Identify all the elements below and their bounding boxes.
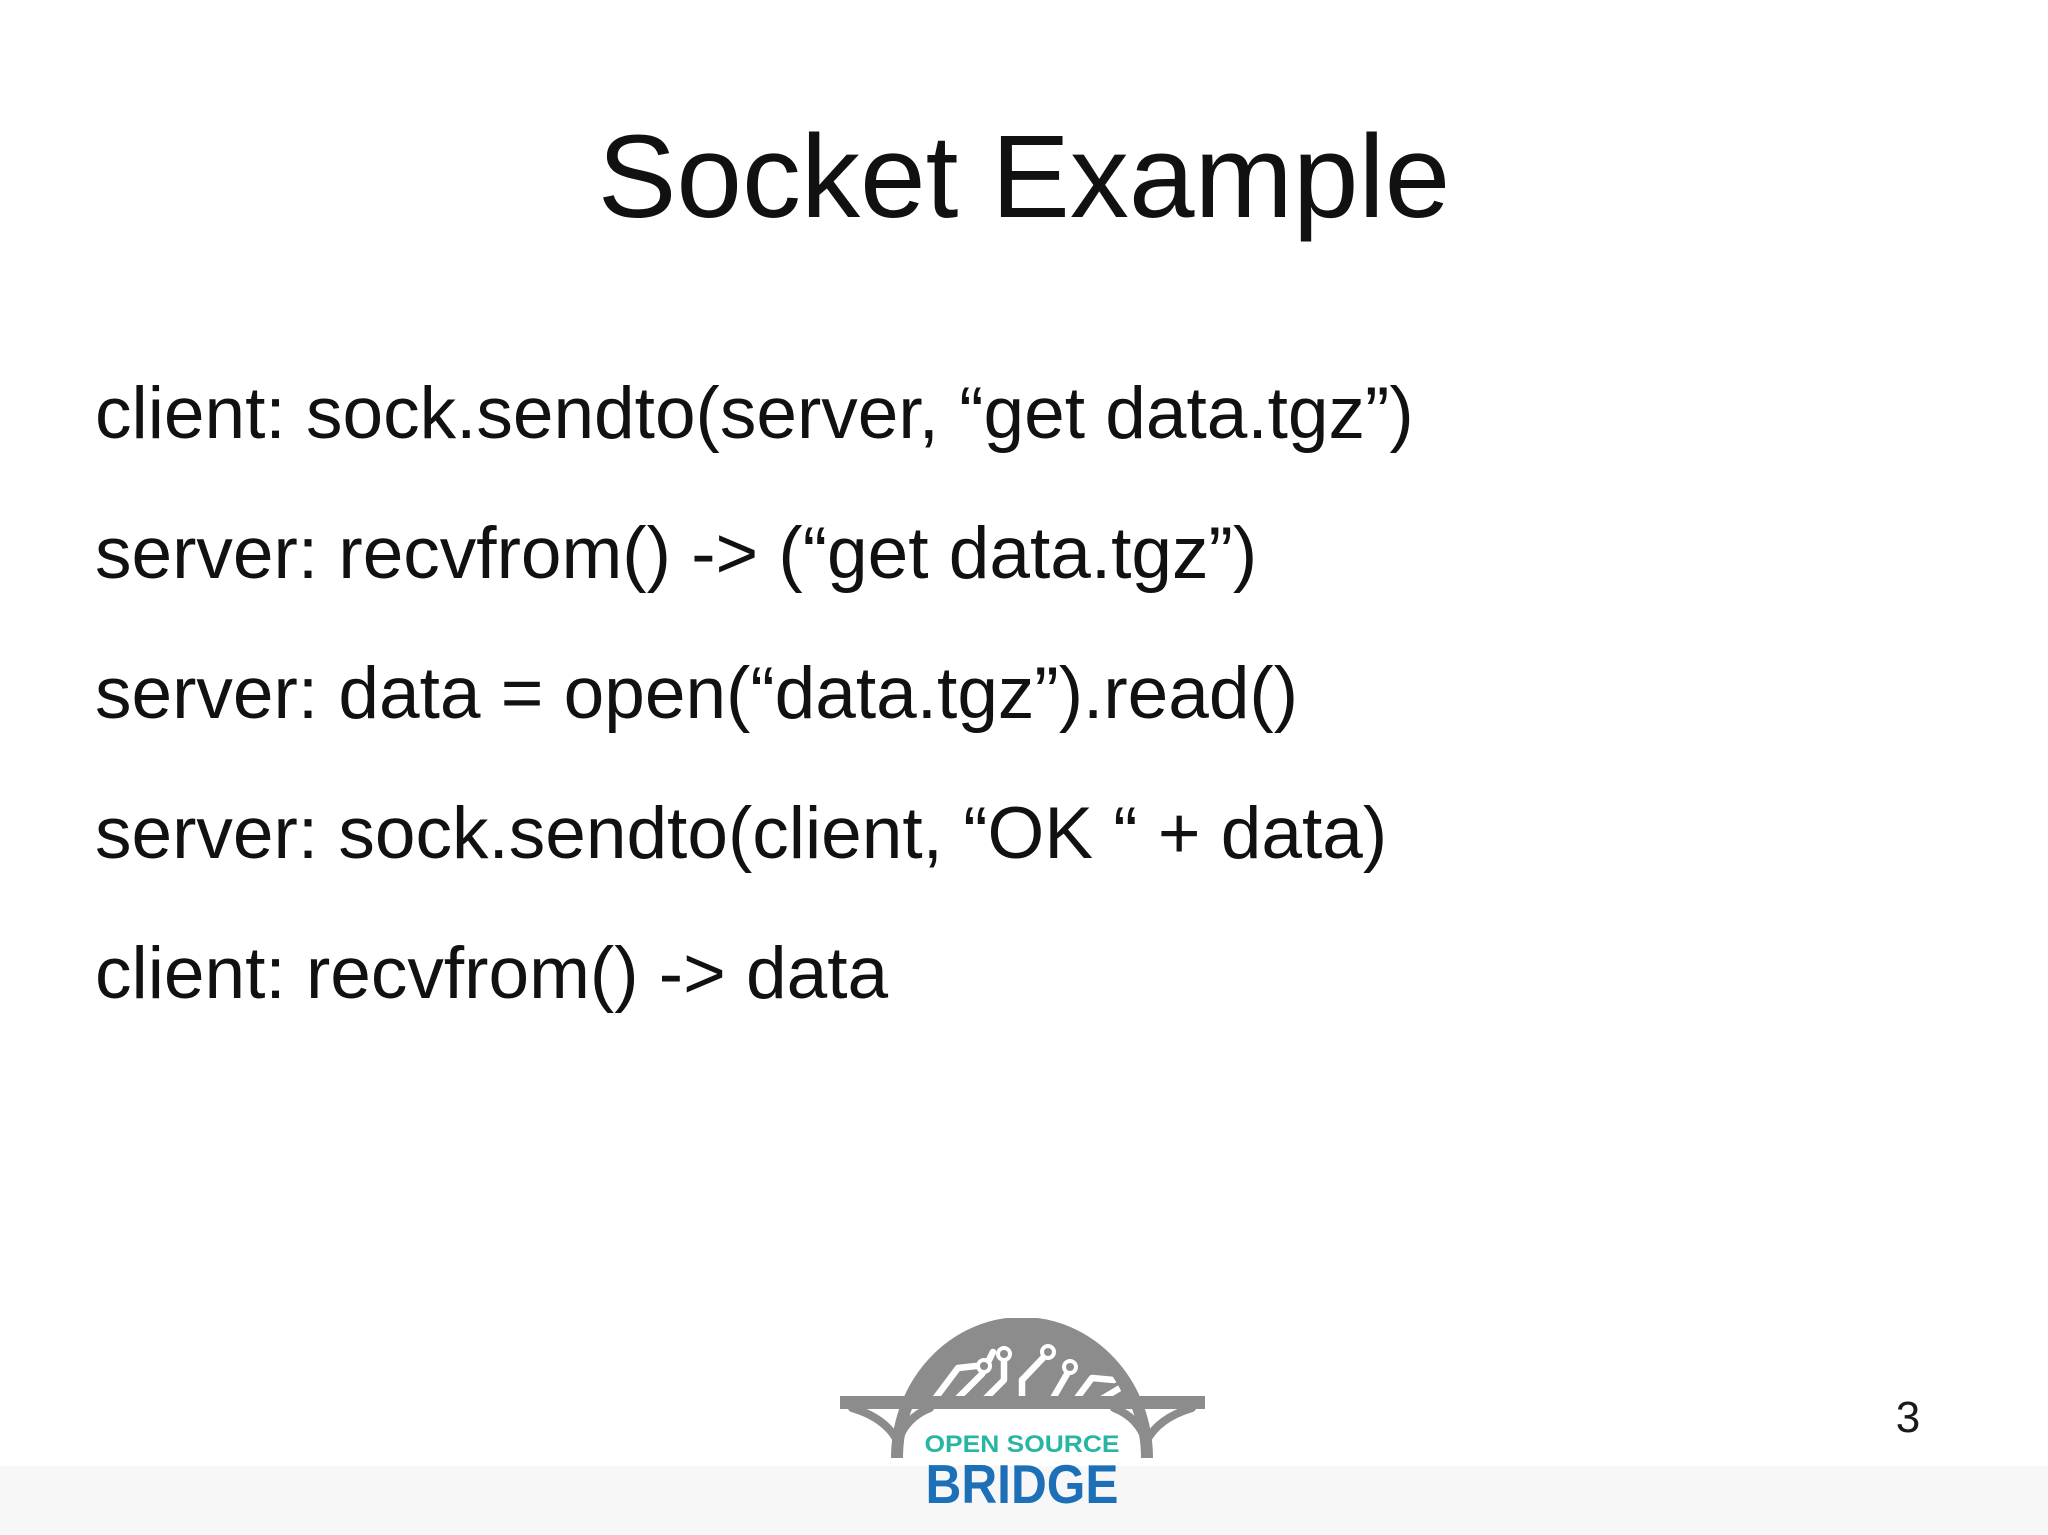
bridge-icon: OPEN SOURCE BRIDGE (840, 1318, 1205, 1515)
bridge-dome (908, 1322, 1136, 1402)
circuit-nodes (976, 1344, 1078, 1375)
code-line-server-open: server: data = open(“data.tgz”).read() (95, 653, 1299, 734)
slide-title: Socket Example (597, 111, 1451, 243)
logo-open-source-text: OPEN SOURCE (925, 1431, 1120, 1458)
bottom-band (0, 1466, 2048, 1535)
code-line-client-recvfrom: client: recvfrom() -> data (95, 933, 889, 1014)
code-line-server-recvfrom: server: recvfrom() -> (“get data.tgz”) (95, 513, 1258, 594)
logo-bridge-text: BRIDGE (926, 1453, 1119, 1515)
open-source-bridge-logo: OPEN SOURCE BRIDGE (830, 1318, 1215, 1535)
page-number: 3 (1895, 1393, 1921, 1442)
bridge-piers (848, 1404, 1196, 1446)
code-line-client-sendto: client: sock.sendto(server, “get data.tg… (95, 373, 1414, 454)
bridge-deck (840, 1396, 1205, 1409)
code-line-server-sendto: server: sock.sendto(client, “OK “ + data… (95, 793, 1388, 874)
circuit-traces (930, 1348, 1124, 1403)
slide-body: client: sock.sendto(server, “get data.tg… (95, 344, 1895, 1044)
